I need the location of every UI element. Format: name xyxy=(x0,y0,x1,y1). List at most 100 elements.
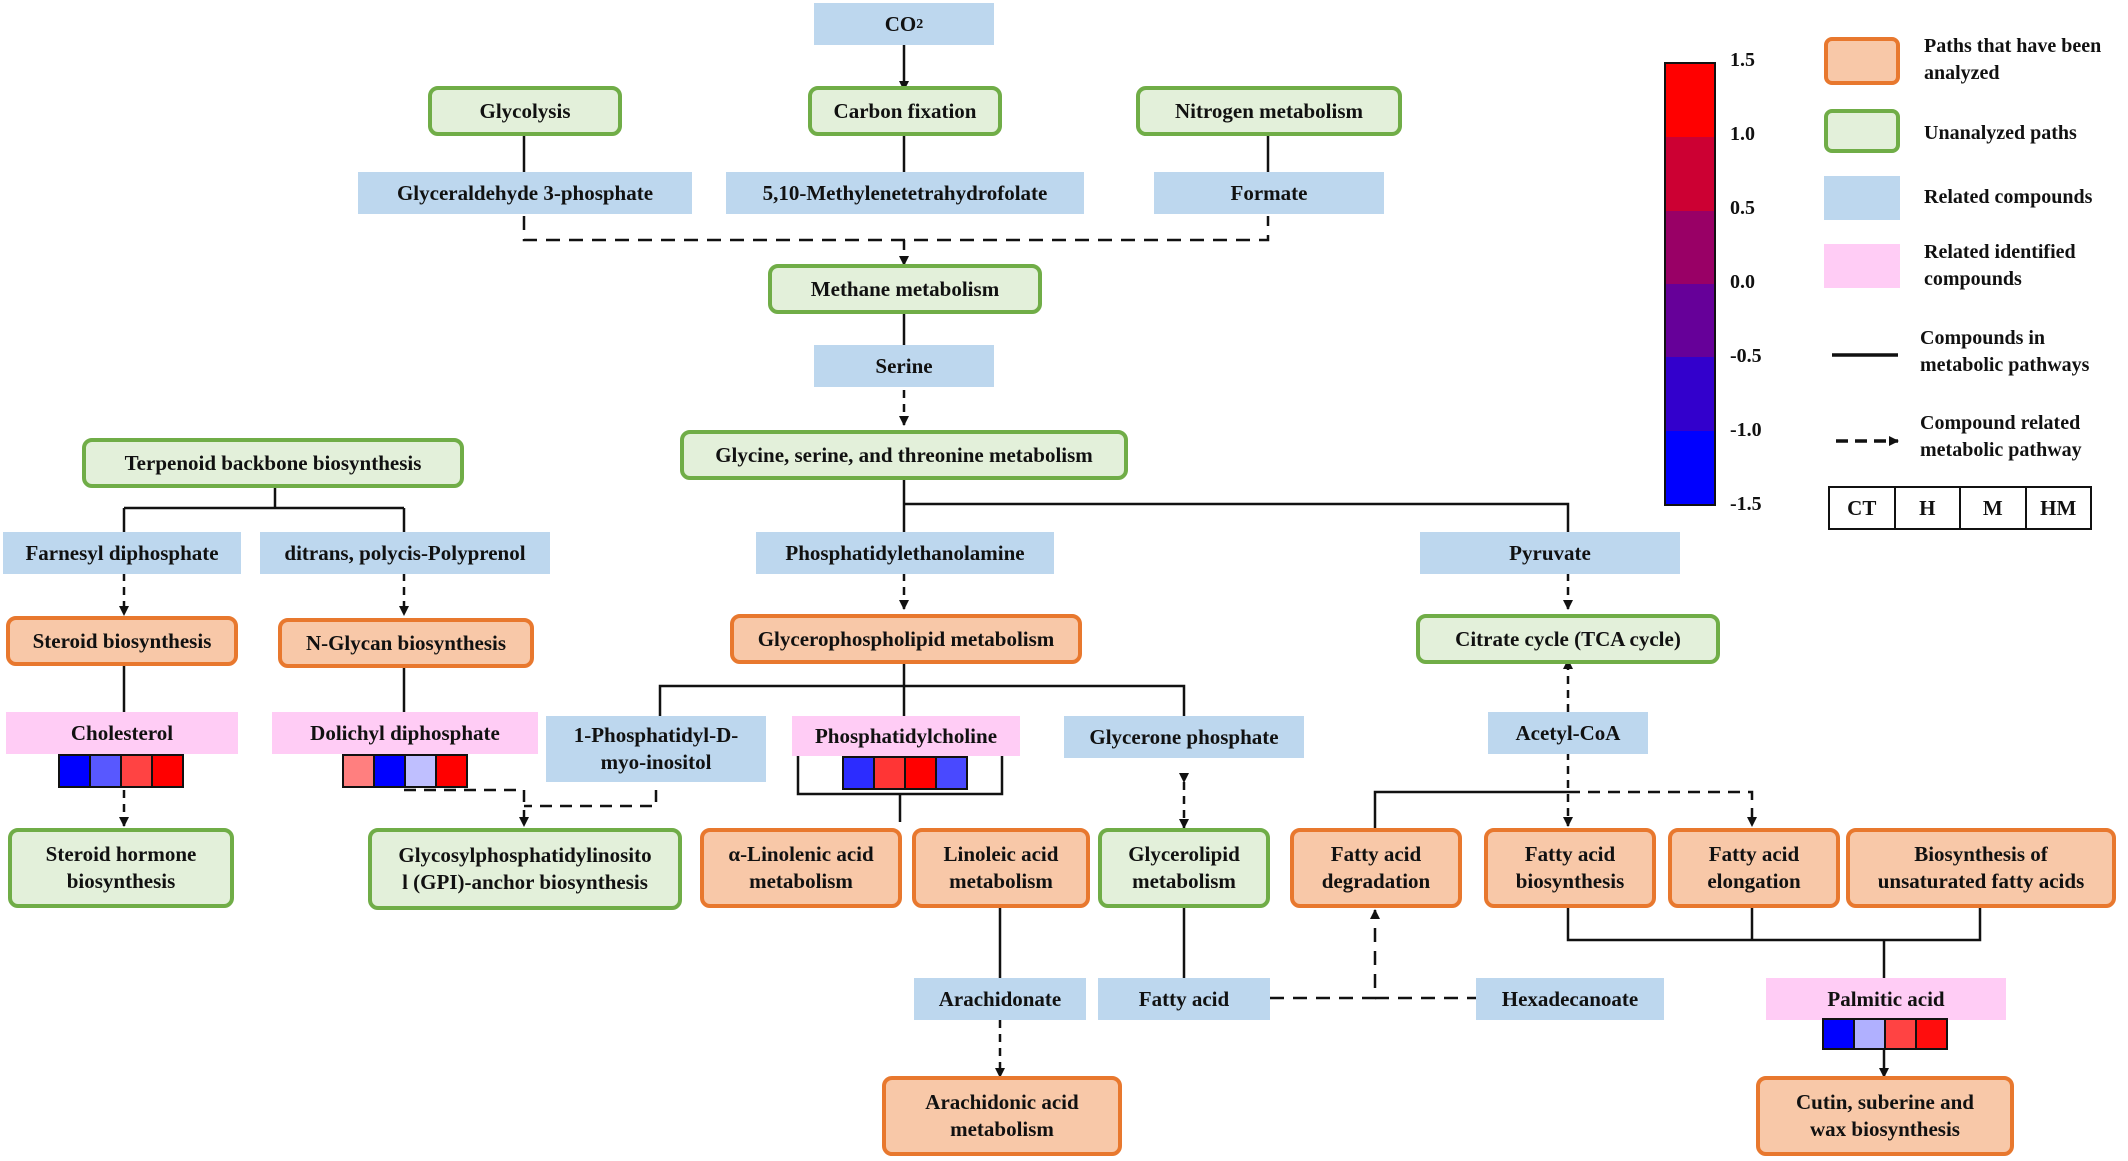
group-ct-label: CT xyxy=(1830,488,1896,528)
legend-solid-line-2: metabolic pathways xyxy=(1920,354,2090,376)
alpha-linolenic-line-2: metabolism xyxy=(749,869,853,893)
methane-metabolism-node: Methane metabolism xyxy=(768,264,1042,314)
colorbar-segment-1 xyxy=(1666,64,1714,138)
acetyl-coa-compound: Acetyl-CoA xyxy=(1488,712,1648,754)
methane-metabolism-label: Methane metabolism xyxy=(810,276,1000,301)
phosphatidyl-inositol-line-1: 1-Phosphatidyl-D- xyxy=(573,723,739,747)
unsaturated-fa-line-1: Biosynthesis of xyxy=(1914,842,2048,866)
phosphatidylcholine-heatmap xyxy=(842,756,968,790)
colorbar-tick-label: -1.0 xyxy=(1730,419,1762,441)
fa-biosynthesis-node: Fatty acid biosynthesis xyxy=(1484,828,1656,908)
glyceraldehyde-label: Glyceraldehyde 3-phosphate xyxy=(396,180,654,205)
glycerone-phosphate-label: Glycerone phosphate xyxy=(1089,724,1279,749)
n-glycan-label: N-Glycan biosynthesis xyxy=(305,630,507,655)
cholesterol-label: Cholesterol xyxy=(70,720,174,745)
colorbar-segment-5 xyxy=(1666,357,1714,431)
cutin-line-1: Cutin, suberine and xyxy=(1796,1090,1974,1114)
co2-subscript: 2 xyxy=(916,16,924,32)
legend-compound-text: Related compounds xyxy=(1924,186,2093,208)
legend-solid-line-text: Compounds in metabolic pathways xyxy=(1920,325,2089,379)
formate-label: Formate xyxy=(1230,180,1308,205)
heatmap-cell-3 xyxy=(906,758,937,788)
glycerone-phosphate-compound: Glycerone phosphate xyxy=(1064,716,1304,758)
glycerophospholipid-label: Glycerophospholipid metabolism xyxy=(757,626,1055,651)
serine-compound: Serine xyxy=(814,345,994,387)
colorbar-segment-2 xyxy=(1666,137,1714,211)
legend-analyzed-line-1: Paths that have been xyxy=(1924,35,2102,57)
fa-biosynthesis-line-1: Fatty acid xyxy=(1524,842,1616,866)
heatmap-cell-2 xyxy=(875,758,906,788)
unsaturated-fa-node: Biosynthesis of unsaturated fatty acids xyxy=(1846,828,2116,908)
glycine-serine-threonine-node: Glycine, serine, and threonine metabolis… xyxy=(680,430,1128,480)
colorbar-tick-label: 0.0 xyxy=(1730,271,1755,293)
legend-identified-line-1: Related identified xyxy=(1924,241,2076,263)
arachidonate-compound: Arachidonate xyxy=(914,978,1086,1020)
heatmap-cell-1 xyxy=(844,758,875,788)
gpi-anchor-line-1: Glycosylphosphatidylinosito xyxy=(398,843,652,867)
legend-identified-swatch xyxy=(1824,244,1900,288)
glycolysis-node: Glycolysis xyxy=(428,86,622,136)
cholesterol-compound: Cholesterol xyxy=(6,712,238,754)
heatmap-cell-2 xyxy=(1855,1020,1886,1048)
heatmap-cell-1 xyxy=(60,756,91,786)
phosphatidyl-inositol-line-2: myo-inositol xyxy=(600,750,712,774)
steroid-hormone-line-2: biosynthesis xyxy=(66,869,176,893)
palmitic-acid-label: Palmitic acid xyxy=(1827,986,1945,1011)
fa-elongation-line-1: Fatty acid xyxy=(1708,842,1800,866)
colorbar xyxy=(1664,62,1716,506)
nitrogen-metabolism-node: Nitrogen metabolism xyxy=(1136,86,1402,136)
palmitic-acid-compound: Palmitic acid xyxy=(1766,978,2006,1020)
steroid-hormone-line-1: Steroid hormone xyxy=(45,842,197,866)
phosphatidylcholine-label: Phosphatidylcholine xyxy=(814,723,998,748)
heatmap-cell-4 xyxy=(937,758,966,788)
heatmap-cell-2 xyxy=(91,756,122,786)
citrate-cycle-node: Citrate cycle (TCA cycle) xyxy=(1416,614,1720,664)
glyceraldehyde-compound: Glyceraldehyde 3-phosphate xyxy=(358,172,692,214)
cutin-line-2: wax biosynthesis xyxy=(1810,1117,1960,1141)
colorbar-segment-6 xyxy=(1666,430,1714,504)
fa-degradation-line-2: degradation xyxy=(1321,869,1431,893)
phosphatidylcholine-compound: Phosphatidylcholine xyxy=(792,716,1020,756)
heatmap-cell-3 xyxy=(122,756,153,786)
fa-biosynthesis-line-2: biosynthesis xyxy=(1515,869,1625,893)
terpenoid-backbone-node: Terpenoid backbone biosynthesis xyxy=(82,438,464,488)
unsaturated-fa-line-2: unsaturated fatty acids xyxy=(1877,869,2085,893)
heatmap-cell-3 xyxy=(1886,1020,1917,1048)
colorbar-segment-4 xyxy=(1666,283,1714,358)
fa-elongation-line-2: elongation xyxy=(1707,869,1801,893)
dolichyl-diphosphate-label: Dolichyl diphosphate xyxy=(310,720,500,745)
legend-solid-line-1: Compounds in xyxy=(1920,327,2046,349)
farnesyl-diphosphate-label: Farnesyl diphosphate xyxy=(25,540,219,565)
legend-dashed-line-1: Compound related xyxy=(1920,412,2081,434)
linoleic-line-2: metabolism xyxy=(949,869,1053,893)
heatmap-cell-4 xyxy=(437,756,466,786)
legend-analyzed-text: Paths that have been analyzed xyxy=(1924,33,2101,87)
alpha-linolenic-line-1: α-Linolenic acid xyxy=(728,842,874,866)
methylene-thf-label: 5,10-Methylenetetrahydrofolate xyxy=(762,180,1048,205)
hexadecanoate-label: Hexadecanoate xyxy=(1501,986,1639,1011)
methylene-thf-compound: 5,10-Methylenetetrahydrofolate xyxy=(726,172,1084,214)
glycerolipid-line-1: Glycerolipid xyxy=(1128,842,1240,866)
heatmap-cell-1 xyxy=(1824,1020,1855,1048)
colorbar-tick-label: -1.5 xyxy=(1730,493,1762,515)
colorbar-tick-label: 0.5 xyxy=(1730,197,1755,219)
terpenoid-backbone-label: Terpenoid backbone biosynthesis xyxy=(124,450,422,475)
legend-analyzed-line-2: analyzed xyxy=(1924,62,2000,84)
steroid-biosynthesis-label: Steroid biosynthesis xyxy=(32,628,212,653)
cholesterol-heatmap xyxy=(58,754,184,788)
legend-unanalyzed-text: Unanalyzed paths xyxy=(1924,122,2077,144)
glycerophospholipid-node: Glycerophospholipid metabolism xyxy=(730,614,1082,664)
colorbar-tick-label: 1.5 xyxy=(1730,49,1755,71)
dolichyl-diphosphate-compound: Dolichyl diphosphate xyxy=(272,712,538,754)
pyruvate-compound: Pyruvate xyxy=(1420,532,1680,574)
heatmap-cell-3 xyxy=(406,756,437,786)
citrate-cycle-label: Citrate cycle (TCA cycle) xyxy=(1455,626,1681,651)
